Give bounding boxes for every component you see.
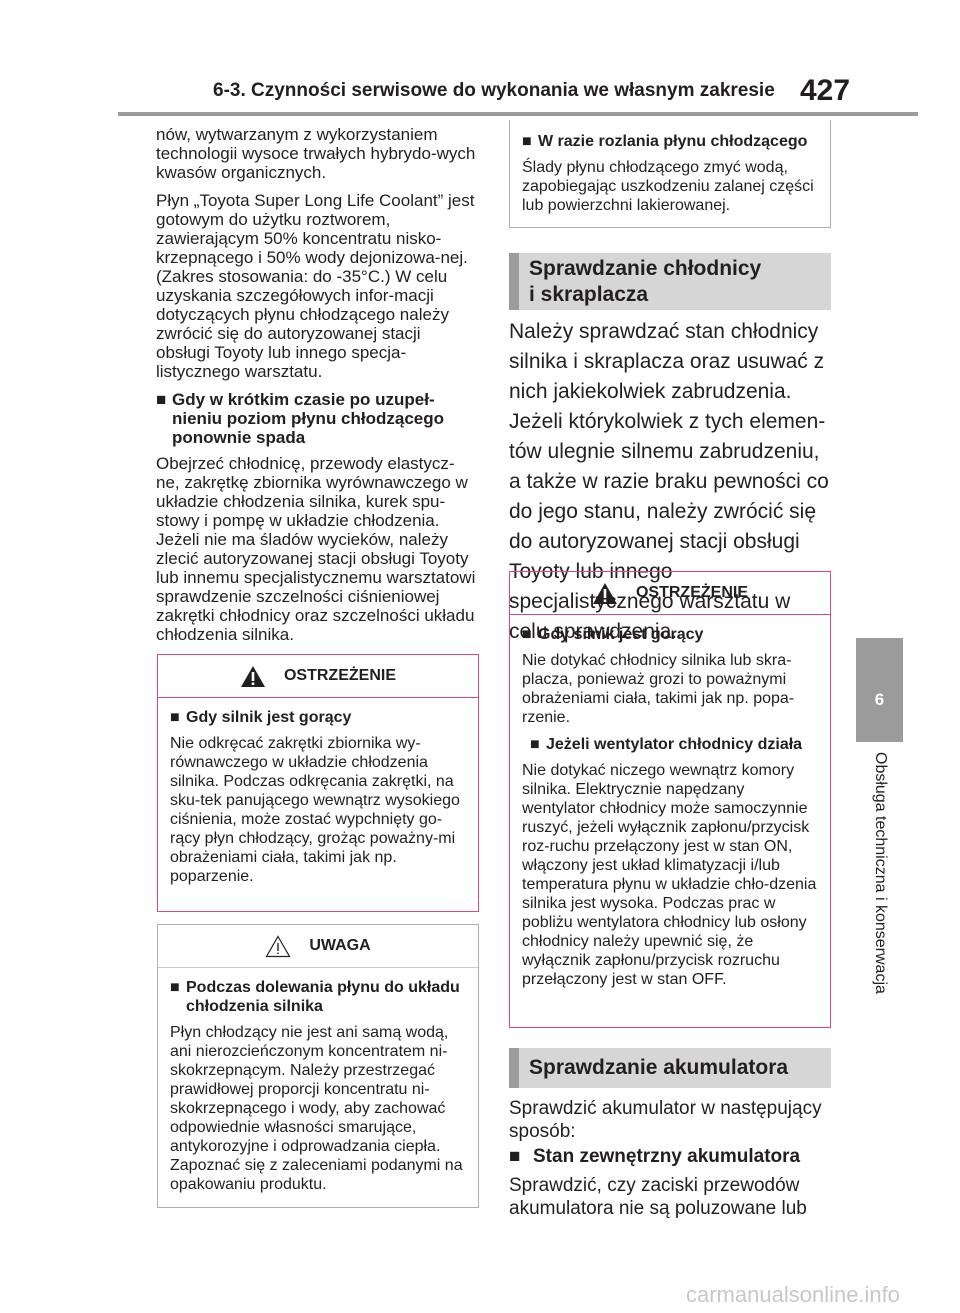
warning-box-header: OSTRZEŻENIE — [158, 655, 478, 698]
chapter-title: Obsługa techniczna i konserwacja — [872, 752, 889, 994]
warning-box-title: OSTRZEŻENIE — [635, 584, 748, 601]
watermark: carmanualsonline.info — [686, 1282, 901, 1307]
subheading-text: Gdy silnik jest gorący — [186, 709, 352, 726]
section-title-radiator: Sprawdzanie chłodnicy i skraplacza — [509, 253, 831, 310]
warning-box: OSTRZEŻENIE ■ Gdy silnik jest gorący Nie… — [509, 571, 831, 1028]
subheading: ■ W razie rozlania płynu chłodzącego — [522, 132, 820, 151]
chapter-tab — [856, 638, 903, 742]
subheading-text: Stan zewnętrzny akumulatora — [533, 1146, 801, 1167]
subheading-text: Podczas dolewania płynu do układu chłodz… — [186, 979, 460, 1015]
subheading: ■ Podczas dolewania płynu do układu chło… — [170, 978, 468, 1016]
battery-intro: Sprawdzić akumulator w następujący sposó… — [509, 1098, 822, 1142]
subheading: ■ Jeżeli wentylator chłodnicy działa — [530, 735, 820, 754]
square-bullet-icon: ■ — [522, 133, 532, 150]
paragraph: nów, wytwarzanym z wykorzystaniem techno… — [156, 125, 476, 182]
battery-text: Sprawdzić, czy zaciski przewodów akumula… — [509, 1175, 807, 1219]
subheading-text: Gdy silnik jest gorący — [538, 626, 704, 643]
square-bullet-icon: ■ — [156, 390, 167, 409]
square-bullet-icon: ■ — [170, 709, 180, 726]
warning-text: Nie dotykać chłodnicy silnika lub skra-p… — [522, 652, 795, 726]
notice-box: UWAGA ■ Podczas dolewania płynu do układ… — [157, 924, 479, 1208]
subheading: ■ Gdy silnik jest gorący — [170, 708, 468, 727]
notice-box-title: UWAGA — [309, 937, 371, 954]
subheading: ■ Gdy w krótkim czasie po uzupeł-nieniu … — [156, 390, 478, 447]
warning-triangle-icon — [592, 582, 617, 604]
section-title-text: Sprawdzanie akumulatora — [529, 1056, 789, 1079]
chapter-number: 6 — [874, 690, 885, 709]
square-bullet-icon: ■ — [522, 626, 532, 643]
subheading: ■ Gdy silnik jest gorący — [522, 625, 820, 644]
header-divider — [118, 112, 918, 116]
left-column: nów, wytwarzanym z wykorzystaniem techno… — [156, 125, 478, 653]
spill-text: Ślady płynu chłodzącego zmyć wodą, zapob… — [522, 159, 814, 214]
subheading-text: Gdy w krótkim czasie po uzupeł-nieniu po… — [172, 390, 445, 447]
section-title-battery: Sprawdzanie akumulatora — [509, 1048, 831, 1088]
spill-box-body: ■ W razie rozlania płynu chłodzącego Śla… — [510, 120, 830, 233]
warning-box-body: ■ Gdy silnik jest gorący Nie dotykać chł… — [510, 615, 830, 1007]
warning-triangle-icon — [240, 665, 265, 687]
warning-box-title: OSTRZEŻENIE — [283, 667, 396, 684]
square-bullet-icon: ■ — [170, 979, 180, 996]
warning-box: OSTRZEŻENIE ■ Gdy silnik jest gorący Nie… — [157, 654, 479, 912]
paragraph: Obejrzeć chłodnicę, przewody elastycz-ne… — [156, 454, 476, 644]
notice-text: Płyn chłodzący nie jest ani samą wodą, a… — [170, 1024, 463, 1193]
square-bullet-icon: ■ — [509, 1146, 521, 1167]
section-title-line: i skraplacza — [529, 282, 649, 306]
warning-text: Nie odkręcać zakrętki zbiornika wy-równa… — [170, 735, 460, 885]
subheading: ■ Stan zewnętrzny akumulatora — [509, 1146, 834, 1168]
warning-text: Nie dotykać niczego wewnątrz komory siln… — [522, 762, 817, 988]
warning-box-body: ■ Gdy silnik jest gorący Nie odkręcać za… — [158, 698, 478, 904]
notice-box-header: UWAGA — [158, 925, 478, 968]
spill-info-box: ■ W razie rozlania płynu chłodzącego Śla… — [509, 120, 831, 228]
paragraph: Płyn „Toyota Super Long Life Coolant” je… — [156, 191, 475, 381]
section-title-line: Sprawdzanie chłodnicy — [529, 256, 762, 280]
subheading-text: Jeżeli wentylator chłodnicy działa — [546, 736, 803, 753]
radiator-text: Należy sprawdzać stan chłodnicy silnika … — [509, 320, 829, 643]
running-header-title: 6-3. Czynności serwisowe do wykonania we… — [213, 80, 775, 101]
square-bullet-icon: ■ — [530, 736, 540, 753]
subheading-text: W razie rozlania płynu chłodzącego — [538, 133, 808, 150]
warning-box-header: OSTRZEŻENIE — [510, 572, 830, 615]
notice-triangle-icon — [265, 934, 291, 957]
notice-box-body: ■ Podczas dolewania płynu do układu chło… — [158, 968, 478, 1212]
chapter-title-vertical: Obsługa techniczna i konserwacja — [871, 752, 891, 1222]
page-number: 427 — [800, 74, 851, 107]
